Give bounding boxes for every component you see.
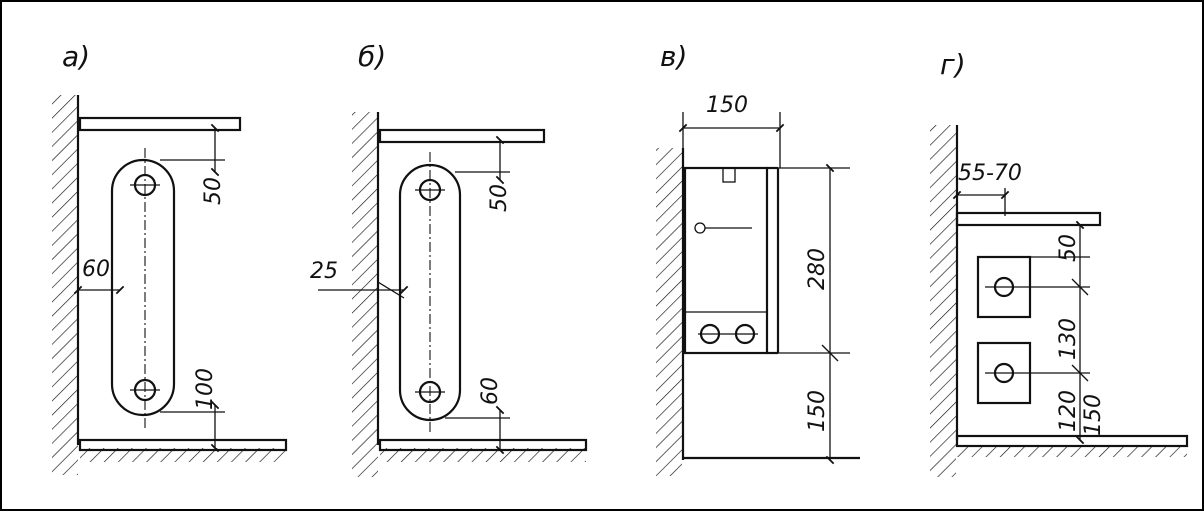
panel-d-dim-wall: 55-70 [958, 161, 1022, 186]
panel-a-sill [78, 116, 242, 132]
panel-c-dim-floor: 150 [805, 390, 830, 432]
panel-c-label: в) [660, 40, 687, 73]
panel-a-floor [80, 448, 286, 462]
panel-d-dim-spacing: 130 [1056, 318, 1081, 360]
panel-a-dim-bottom: 100 [193, 368, 218, 410]
panel-b-dim-bottom: 60 [478, 377, 503, 405]
panel-b-dim-wall: 25 [310, 259, 338, 284]
panel-c-wall [656, 148, 682, 476]
panel-a-floor-slab [78, 438, 288, 452]
panel-d-wall [930, 125, 956, 477]
panel-d-dim-bottom-b: 150 [1081, 394, 1106, 436]
panel-b-floor-slab [378, 438, 588, 452]
panel-a-label: а) [62, 40, 90, 73]
panel-b-wall [352, 112, 378, 477]
panel-b-sill [378, 128, 546, 144]
panel-d-floor [957, 445, 1187, 457]
panel-d-dim-bottom-a: 120 [1056, 390, 1081, 432]
panel-b: б) 50 25 60 [310, 40, 588, 477]
panel-c: в) 150 280 150 [656, 40, 860, 476]
panel-d-sill [955, 211, 1102, 227]
panel-b-dim-top: 50 [487, 184, 512, 212]
panel-d-floor-slab [955, 434, 1189, 448]
panel-c-dim-width: 150 [706, 93, 748, 118]
panel-c-radiator [683, 166, 769, 355]
panel-b-floor [380, 448, 586, 462]
panel-b-label: б) [358, 40, 386, 73]
panel-a-dim-top: 50 [201, 177, 226, 205]
panel-d-dim-top: 50 [1056, 234, 1081, 262]
panel-a-bracket [110, 158, 176, 417]
panel-c-dim-height: 280 [805, 248, 830, 290]
panel-a-wall [52, 95, 78, 475]
panel-a-dim-wall: 60 [82, 257, 110, 282]
panel-a: а) 50 60 100 [52, 40, 288, 475]
panel-d-label: г) [940, 48, 966, 81]
panel-d: г) 55-70 50 130 120 150 [930, 48, 1189, 477]
